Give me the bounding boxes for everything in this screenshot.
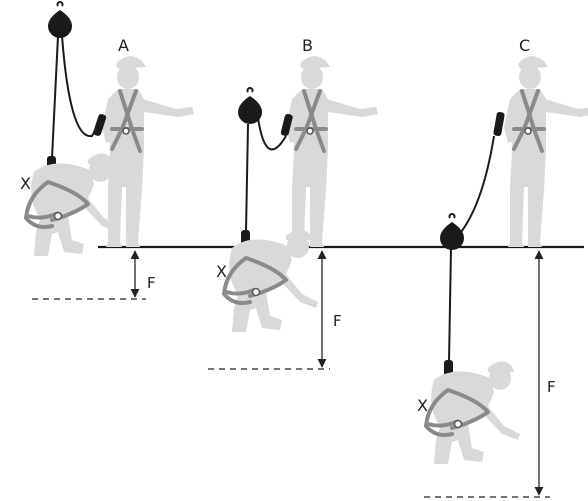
- fall-label-c: F: [547, 378, 556, 396]
- fallen-worker-a: [24, 151, 122, 258]
- scenario-b: B X F: [208, 36, 380, 370]
- lifeline-c-fallen: [448, 247, 452, 363]
- lanyard-clip-c-standing: [493, 111, 505, 137]
- connector-label-c: X: [417, 396, 428, 415]
- connector-label-b: X: [216, 262, 227, 281]
- scenario-a-label: A: [118, 36, 129, 55]
- lanyard-clip-a-standing: [93, 114, 107, 136]
- lifeline-c-standing: [455, 135, 495, 239]
- fallen-worker-b: [222, 227, 320, 334]
- fall-label-a: F: [147, 274, 156, 292]
- connector-label-a: X: [20, 174, 31, 193]
- standing-worker-c: [502, 54, 588, 249]
- scenario-b-label: B: [302, 36, 313, 55]
- srl-device-a: [47, 0, 73, 39]
- standing-worker-b: [284, 54, 380, 249]
- lifeline-a-fallen: [51, 35, 59, 159]
- standing-worker-a: [100, 54, 196, 249]
- scenario-a: A X F: [20, 0, 196, 300]
- srl-device-c: [439, 213, 465, 251]
- lifeline-b-fallen: [245, 123, 249, 233]
- lanyard-clip-b-standing: [280, 113, 293, 136]
- lifeline-a-standing: [61, 35, 103, 138]
- fall-label-b: F: [333, 312, 342, 330]
- lifeline-b-standing: [257, 117, 287, 151]
- scenario-c: C X F: [417, 36, 588, 498]
- fallen-worker-c: [424, 359, 522, 466]
- scenario-c-label: C: [519, 36, 530, 55]
